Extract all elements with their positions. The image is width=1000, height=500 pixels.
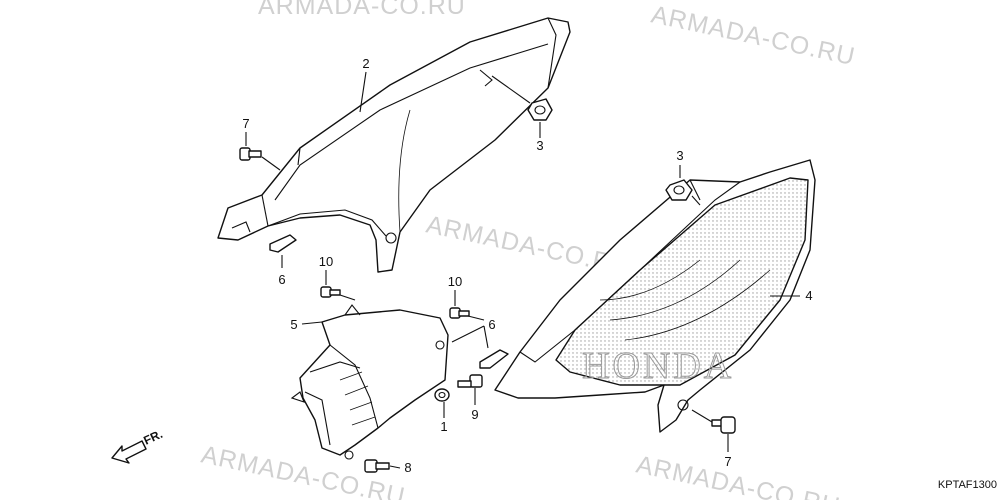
bolt-7-lower: [711, 416, 736, 434]
callout-10-right: 10: [448, 274, 462, 289]
watermark-text: ARMADA-CO.RU: [258, 0, 466, 20]
side-cover-lower-part: HONDA: [494, 159, 816, 433]
hardware-group: [239, 98, 736, 473]
leader-lines: [245, 71, 800, 469]
rubber-6-upper: [269, 234, 297, 253]
callout-6-right: 6: [488, 317, 495, 332]
diagram-code: KPTAF1300: [938, 479, 997, 491]
callout-2: 2: [362, 56, 369, 71]
callout-7-upper: 7: [242, 116, 249, 131]
bolt-9: [457, 374, 483, 388]
bolt-7-upper: [239, 147, 262, 161]
honda-brand-mark: HONDA: [582, 345, 734, 387]
screw-10-left: [320, 286, 341, 298]
front-arrow-label: FR.: [141, 427, 164, 448]
collar-1: [434, 388, 450, 402]
callout-6-left: 6: [278, 272, 285, 287]
callout-7-lower: 7: [724, 454, 731, 469]
callout-10-left: 10: [319, 254, 333, 269]
callout-3-lower: 3: [676, 148, 683, 163]
bolt-8: [364, 459, 390, 473]
screw-10-right: [449, 307, 470, 319]
callout-1: 1: [440, 419, 447, 434]
callout-8: 8: [404, 460, 411, 475]
callout-3-upper: 3: [536, 138, 543, 153]
front-arrow-icon: [111, 440, 147, 464]
callout-4: 4: [805, 288, 812, 303]
callout-labels: 2 7 3 6 10 5 10 6 1 9 8 3 4 7: [242, 56, 812, 475]
inner-cover-part: [290, 304, 449, 460]
rubber-6-lower: [479, 349, 509, 369]
watermark-text: ARMADA-CO.RU: [634, 450, 843, 500]
callout-9: 9: [471, 407, 478, 422]
callout-5: 5: [290, 317, 297, 332]
watermark-text: ARMADA-CO.RU: [649, 0, 858, 71]
grommet-3-lower: [665, 179, 693, 201]
front-direction-indicator: FR.: [111, 427, 165, 464]
side-cover-upper-part: [217, 17, 571, 273]
grommet-3-upper: [527, 98, 553, 121]
